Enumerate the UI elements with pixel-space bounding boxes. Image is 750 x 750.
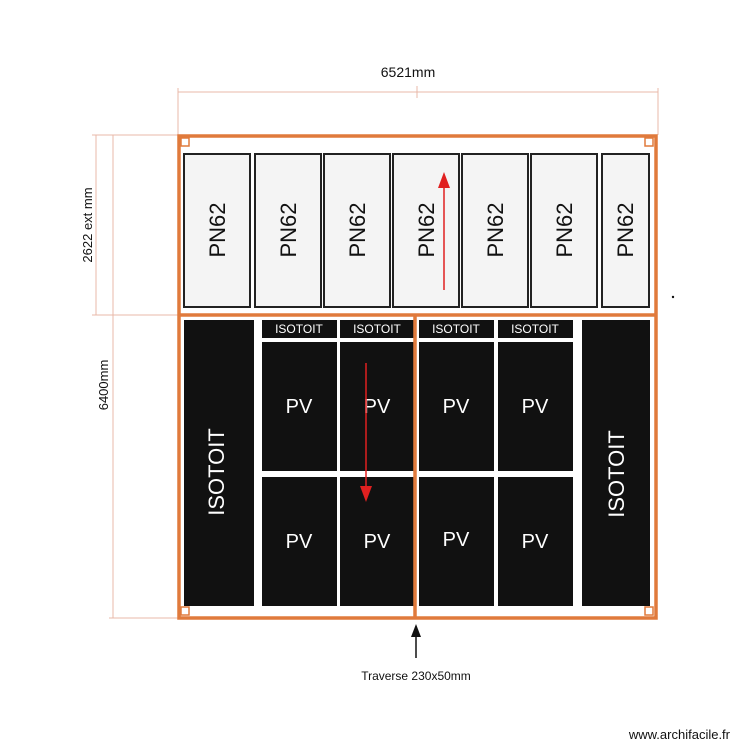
isotoit-header: ISOTOIT (262, 320, 337, 338)
isotoit-side-panel-right: ISOTOIT (582, 320, 650, 606)
pv-label: PV (522, 531, 549, 553)
direction-arrow-down (360, 363, 372, 502)
pn62-panel: PN62 (461, 153, 529, 308)
pn62-panel: PN62 (254, 153, 322, 308)
isotoit-header: ISOTOIT (340, 320, 414, 338)
isotoit-header-label: ISOTOIT (432, 322, 480, 336)
upper-height-label: 2622 ext mm (80, 187, 95, 262)
watermark: www.archifacile.fr (628, 727, 730, 742)
marker-dot (671, 295, 675, 299)
pn62-label: PN62 (613, 202, 638, 257)
pv-panel: PV (498, 477, 573, 606)
isotoit-header: ISOTOIT (498, 320, 573, 338)
pn62-label: PN62 (552, 202, 577, 257)
isotoit-side-panel-left: ISOTOIT (184, 320, 254, 606)
traverse-annotation: Traverse 230x50mm (361, 624, 471, 683)
pn62-label: PN62 (483, 202, 508, 257)
isotoit-header-label: ISOTOIT (511, 322, 559, 336)
frame-corner-posts (180, 137, 654, 616)
isotoit-header-label: ISOTOIT (353, 322, 401, 336)
lower-section: ISOTOIT ISOTOIT ISOTOIT ISOTOIT ISOTOIT … (184, 316, 650, 617)
pn62-panel: PN62 (392, 153, 460, 308)
pv-panel: PV (340, 342, 414, 471)
direction-arrow-up (438, 172, 450, 290)
pn62-panel: PN62 (323, 153, 391, 308)
pn62-label: PN62 (414, 202, 439, 257)
pv-label: PV (522, 396, 549, 418)
pn62-label: PN62 (345, 202, 370, 257)
pn62-panel: PN62 (530, 153, 598, 308)
pv-panel: PV (340, 477, 414, 606)
pv-panel: PV (419, 342, 494, 471)
total-height-dimension: 6400mm (96, 135, 178, 619)
pn62-label: PN62 (276, 202, 301, 257)
isotoit-side-label-left: ISOTOIT (204, 428, 229, 516)
upper-height-dimension: 2622 ext mm (80, 134, 178, 316)
pv-label: PV (443, 396, 470, 418)
total-height-label: 6400mm (96, 360, 111, 411)
width-dimension-label: 6521mm (381, 64, 435, 80)
isotoit-side-label-right: ISOTOIT (604, 430, 629, 518)
frame (177, 134, 658, 620)
pv-panel: PV (262, 477, 337, 606)
pn62-label: PN62 (205, 202, 230, 257)
isotoit-header-label: ISOTOIT (275, 322, 323, 336)
pn62-panel: PN62 (601, 153, 650, 308)
pv-label: PV (443, 529, 470, 551)
width-dimension: 6521mm (177, 64, 659, 135)
pv-panel: PV (262, 342, 337, 471)
pn62-panel: PN62 (183, 153, 251, 308)
pv-label: PV (286, 396, 313, 418)
pv-panel: PV (498, 342, 573, 471)
traverse-label: Traverse 230x50mm (361, 669, 471, 683)
pv-label: PV (286, 531, 313, 553)
pv-panel: PV (419, 477, 494, 606)
isotoit-header: ISOTOIT (419, 320, 494, 338)
pv-label: PV (364, 396, 391, 418)
pv-label: PV (364, 531, 391, 553)
upper-panel-row: PN62 PN62 PN62 PN62 PN62 PN62 PN62 (183, 153, 650, 308)
